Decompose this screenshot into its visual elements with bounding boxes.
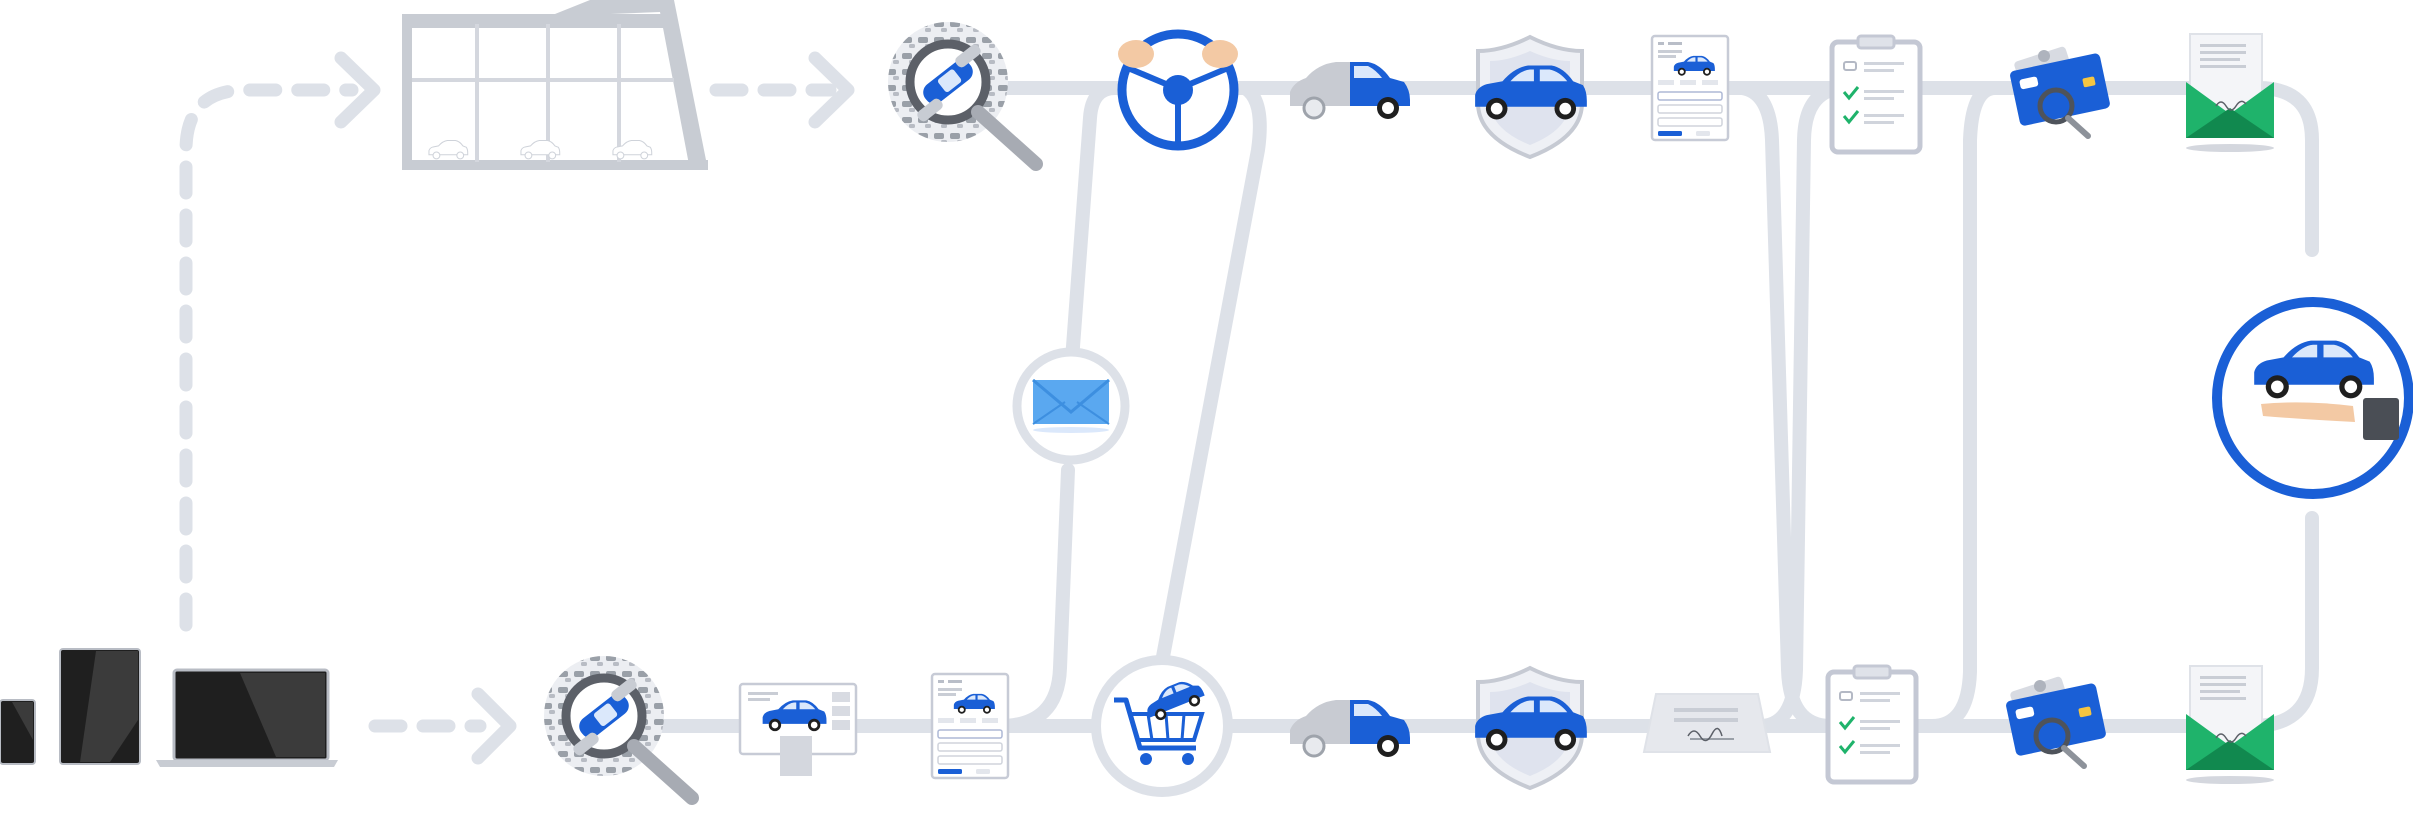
- credit-check-icon: [2005, 676, 2107, 766]
- dashed-arrow-3: [471, 687, 517, 765]
- signature-card-icon: [1642, 693, 1772, 753]
- devices-icon: [0, 648, 338, 767]
- checklist-clipboard-icon: [1832, 36, 1920, 152]
- order-form-icon: [932, 674, 1008, 778]
- car-handover-icon: [2212, 297, 2413, 499]
- email-up-track: [1065, 81, 1122, 367]
- dashed-path-up: [179, 83, 359, 632]
- insurance-shield-icon: [1475, 666, 1587, 790]
- steering-wheel-icon: [1117, 29, 1239, 151]
- shopping-cart-icon: [1091, 655, 1233, 797]
- cross-track-a: [1735, 81, 1837, 733]
- cart-diagonal-track: [1155, 81, 1267, 669]
- track-network: [648, 81, 2319, 733]
- checklist-clipboard-icon: [1828, 666, 1916, 782]
- insurance-shield-icon: [1475, 35, 1587, 159]
- email-envelope-icon: [1012, 347, 1130, 465]
- contract-envelope-icon: [2185, 33, 2275, 153]
- dashed-paths: [179, 51, 855, 765]
- email-down-track: [993, 463, 1075, 733]
- car-listing-page-icon: [738, 682, 858, 776]
- dashed-arrow-2: [808, 51, 855, 129]
- car-icon: [1288, 60, 1412, 121]
- cross-track-b: [1753, 81, 1847, 733]
- showroom-icon: [402, 0, 708, 170]
- credit-track: [1925, 81, 2002, 733]
- car-icon: [1288, 698, 1412, 759]
- dashed-arrow-1: [334, 51, 381, 129]
- contract-envelope-icon: [2185, 665, 2275, 785]
- order-form-icon: [1652, 36, 1728, 140]
- credit-check-icon: [2009, 46, 2111, 136]
